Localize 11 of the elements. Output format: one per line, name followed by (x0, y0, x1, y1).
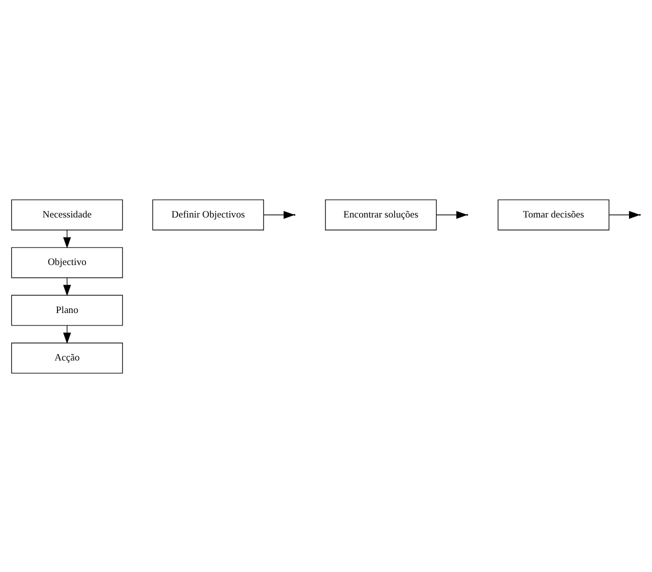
node-box: Plano (11, 294, 123, 326)
node-box: Definir Objectivos (152, 198, 264, 230)
arrow (63, 324, 71, 344)
arrow (63, 276, 71, 296)
node-box: Acção (11, 342, 123, 374)
arrow (436, 210, 468, 218)
arrow (63, 229, 71, 248)
node-box: Encontrar soluções (325, 198, 437, 230)
node-box: Tomar decisões (498, 198, 610, 230)
node-box: Objectivo (11, 246, 123, 278)
node-box: Necessidade (11, 198, 123, 230)
